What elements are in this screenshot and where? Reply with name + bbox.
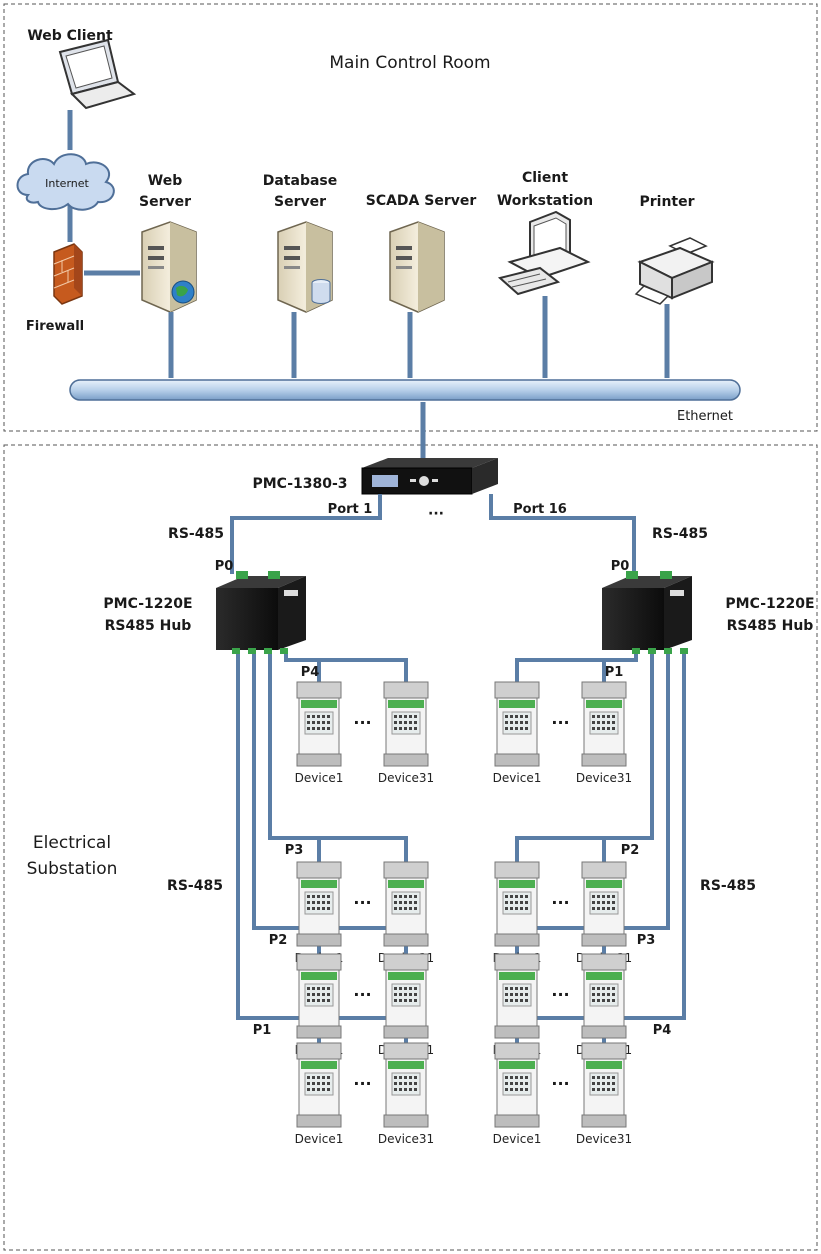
right-branch-P2 xyxy=(515,654,654,862)
workstation-icon xyxy=(497,210,591,296)
right-device1-label-3: Device1 xyxy=(493,1132,542,1146)
web-server-label-line1: Web xyxy=(148,173,182,189)
database-server-label-line1: Database xyxy=(263,173,338,189)
right-device1-label-0: Device1 xyxy=(493,771,542,785)
printer-label: Printer xyxy=(639,194,694,210)
laptop-icon xyxy=(58,38,137,110)
left-port-label-P2: P2 xyxy=(269,933,288,948)
right-hub-name-line1: PMC-1220E xyxy=(725,596,814,612)
right-device-first-1 xyxy=(494,861,540,947)
right-device-ellipsis-0: ··· xyxy=(551,713,569,732)
rs485-right-side-label: RS-485 xyxy=(700,878,756,894)
left-branch-P4 xyxy=(284,654,408,682)
web-server-icon xyxy=(141,221,197,313)
right-device-first-3 xyxy=(494,1042,540,1128)
right-hub-icon xyxy=(602,571,692,654)
right-device-last-3 xyxy=(581,1042,627,1128)
scada-server-icon xyxy=(389,221,445,313)
gateway-label: PMC-1380-3 xyxy=(252,476,347,492)
scada-server-label: SCADA Server xyxy=(366,193,477,209)
left-hub-icon xyxy=(216,571,306,654)
substation-title-line2: Substation xyxy=(27,859,118,879)
left-device1-label-3: Device1 xyxy=(295,1132,344,1146)
left-device31-label-0: Device31 xyxy=(378,771,434,785)
port-last-label: Port 16 xyxy=(513,502,567,517)
left-device-last-3 xyxy=(383,1042,429,1128)
device-layer: ···Device1Device31···Device1Device31···D… xyxy=(295,681,632,1146)
right-port-label-P1: P1 xyxy=(605,665,624,680)
right-device-last-1 xyxy=(581,861,627,947)
firewall-label: Firewall xyxy=(26,319,84,334)
right-device-first-2 xyxy=(494,953,540,1039)
substation-frame xyxy=(3,444,818,1251)
right-hub-name-line2: RS485 Hub xyxy=(727,618,814,634)
port-first-label: Port 1 xyxy=(328,502,373,517)
right-device-ellipsis-1: ··· xyxy=(551,893,569,912)
left-device-first-1 xyxy=(296,861,342,947)
cloud-icon xyxy=(16,153,115,211)
main-control-room-frame xyxy=(3,3,818,432)
right-device31-label-3: Device31 xyxy=(576,1132,632,1146)
web-server-label-line2: Server xyxy=(139,194,191,210)
web-client-label: Web Client xyxy=(27,28,113,44)
right-device31-label-0: Device31 xyxy=(576,771,632,785)
right-port-label-P3: P3 xyxy=(637,933,656,948)
database-server-icon xyxy=(277,221,333,313)
left-hub-name-line2: RS485 Hub xyxy=(105,618,192,634)
printer-icon xyxy=(634,237,715,305)
left-device31-label-3: Device31 xyxy=(378,1132,434,1146)
left-device-ellipsis-2: ··· xyxy=(353,985,371,1004)
right-device-last-2 xyxy=(581,953,627,1039)
ethernet-label: Ethernet xyxy=(677,409,733,424)
internet-label: Internet xyxy=(45,177,89,190)
rs485-left-side-label: RS-485 xyxy=(167,878,223,894)
right-hub-p0-label: P0 xyxy=(611,559,630,574)
port16-link xyxy=(489,494,636,574)
main-control-room-title: Main Control Room xyxy=(329,53,490,73)
right-device-last-0 xyxy=(581,681,627,767)
left-port-label-P3: P3 xyxy=(285,843,304,858)
rs485-right-top-label: RS-485 xyxy=(652,526,708,542)
right-port-label-P4: P4 xyxy=(653,1023,672,1038)
right-device-first-0 xyxy=(494,681,540,767)
right-port-label-P2: P2 xyxy=(621,843,640,858)
rs485-left-top-label: RS-485 xyxy=(168,526,224,542)
left-device-first-2 xyxy=(296,953,342,1039)
left-device-last-1 xyxy=(383,861,429,947)
substation-title-line1: Electrical xyxy=(33,833,111,853)
left-device-ellipsis-3: ··· xyxy=(353,1074,371,1093)
left-device-ellipsis-1: ··· xyxy=(353,893,371,912)
client-workstation-label-line2: Workstation xyxy=(497,193,593,209)
left-device-ellipsis-0: ··· xyxy=(353,713,371,732)
left-device1-label-0: Device1 xyxy=(295,771,344,785)
left-device-last-2 xyxy=(383,953,429,1039)
firewall-icon xyxy=(53,243,83,305)
left-hub-name-line1: PMC-1220E xyxy=(103,596,192,612)
right-device-ellipsis-2: ··· xyxy=(551,985,569,1004)
gateway-device-icon xyxy=(361,458,498,495)
left-device-first-3 xyxy=(296,1042,342,1128)
database-server-label-line2: Server xyxy=(274,194,326,210)
right-device-ellipsis-3: ··· xyxy=(551,1074,569,1093)
client-workstation-label-line1: Client xyxy=(522,170,568,186)
port1-link xyxy=(230,494,382,574)
left-hub-p0-label: P0 xyxy=(215,559,234,574)
left-branch-P3 xyxy=(268,654,408,862)
left-device-first-0 xyxy=(296,681,342,767)
port-ellipsis: ··· xyxy=(428,506,444,522)
left-device-last-0 xyxy=(383,681,429,767)
left-port-label-P4: P4 xyxy=(301,665,320,680)
right-branch-P1 xyxy=(515,654,638,682)
ethernet-bus xyxy=(69,379,741,401)
left-port-label-P1: P1 xyxy=(253,1023,272,1038)
